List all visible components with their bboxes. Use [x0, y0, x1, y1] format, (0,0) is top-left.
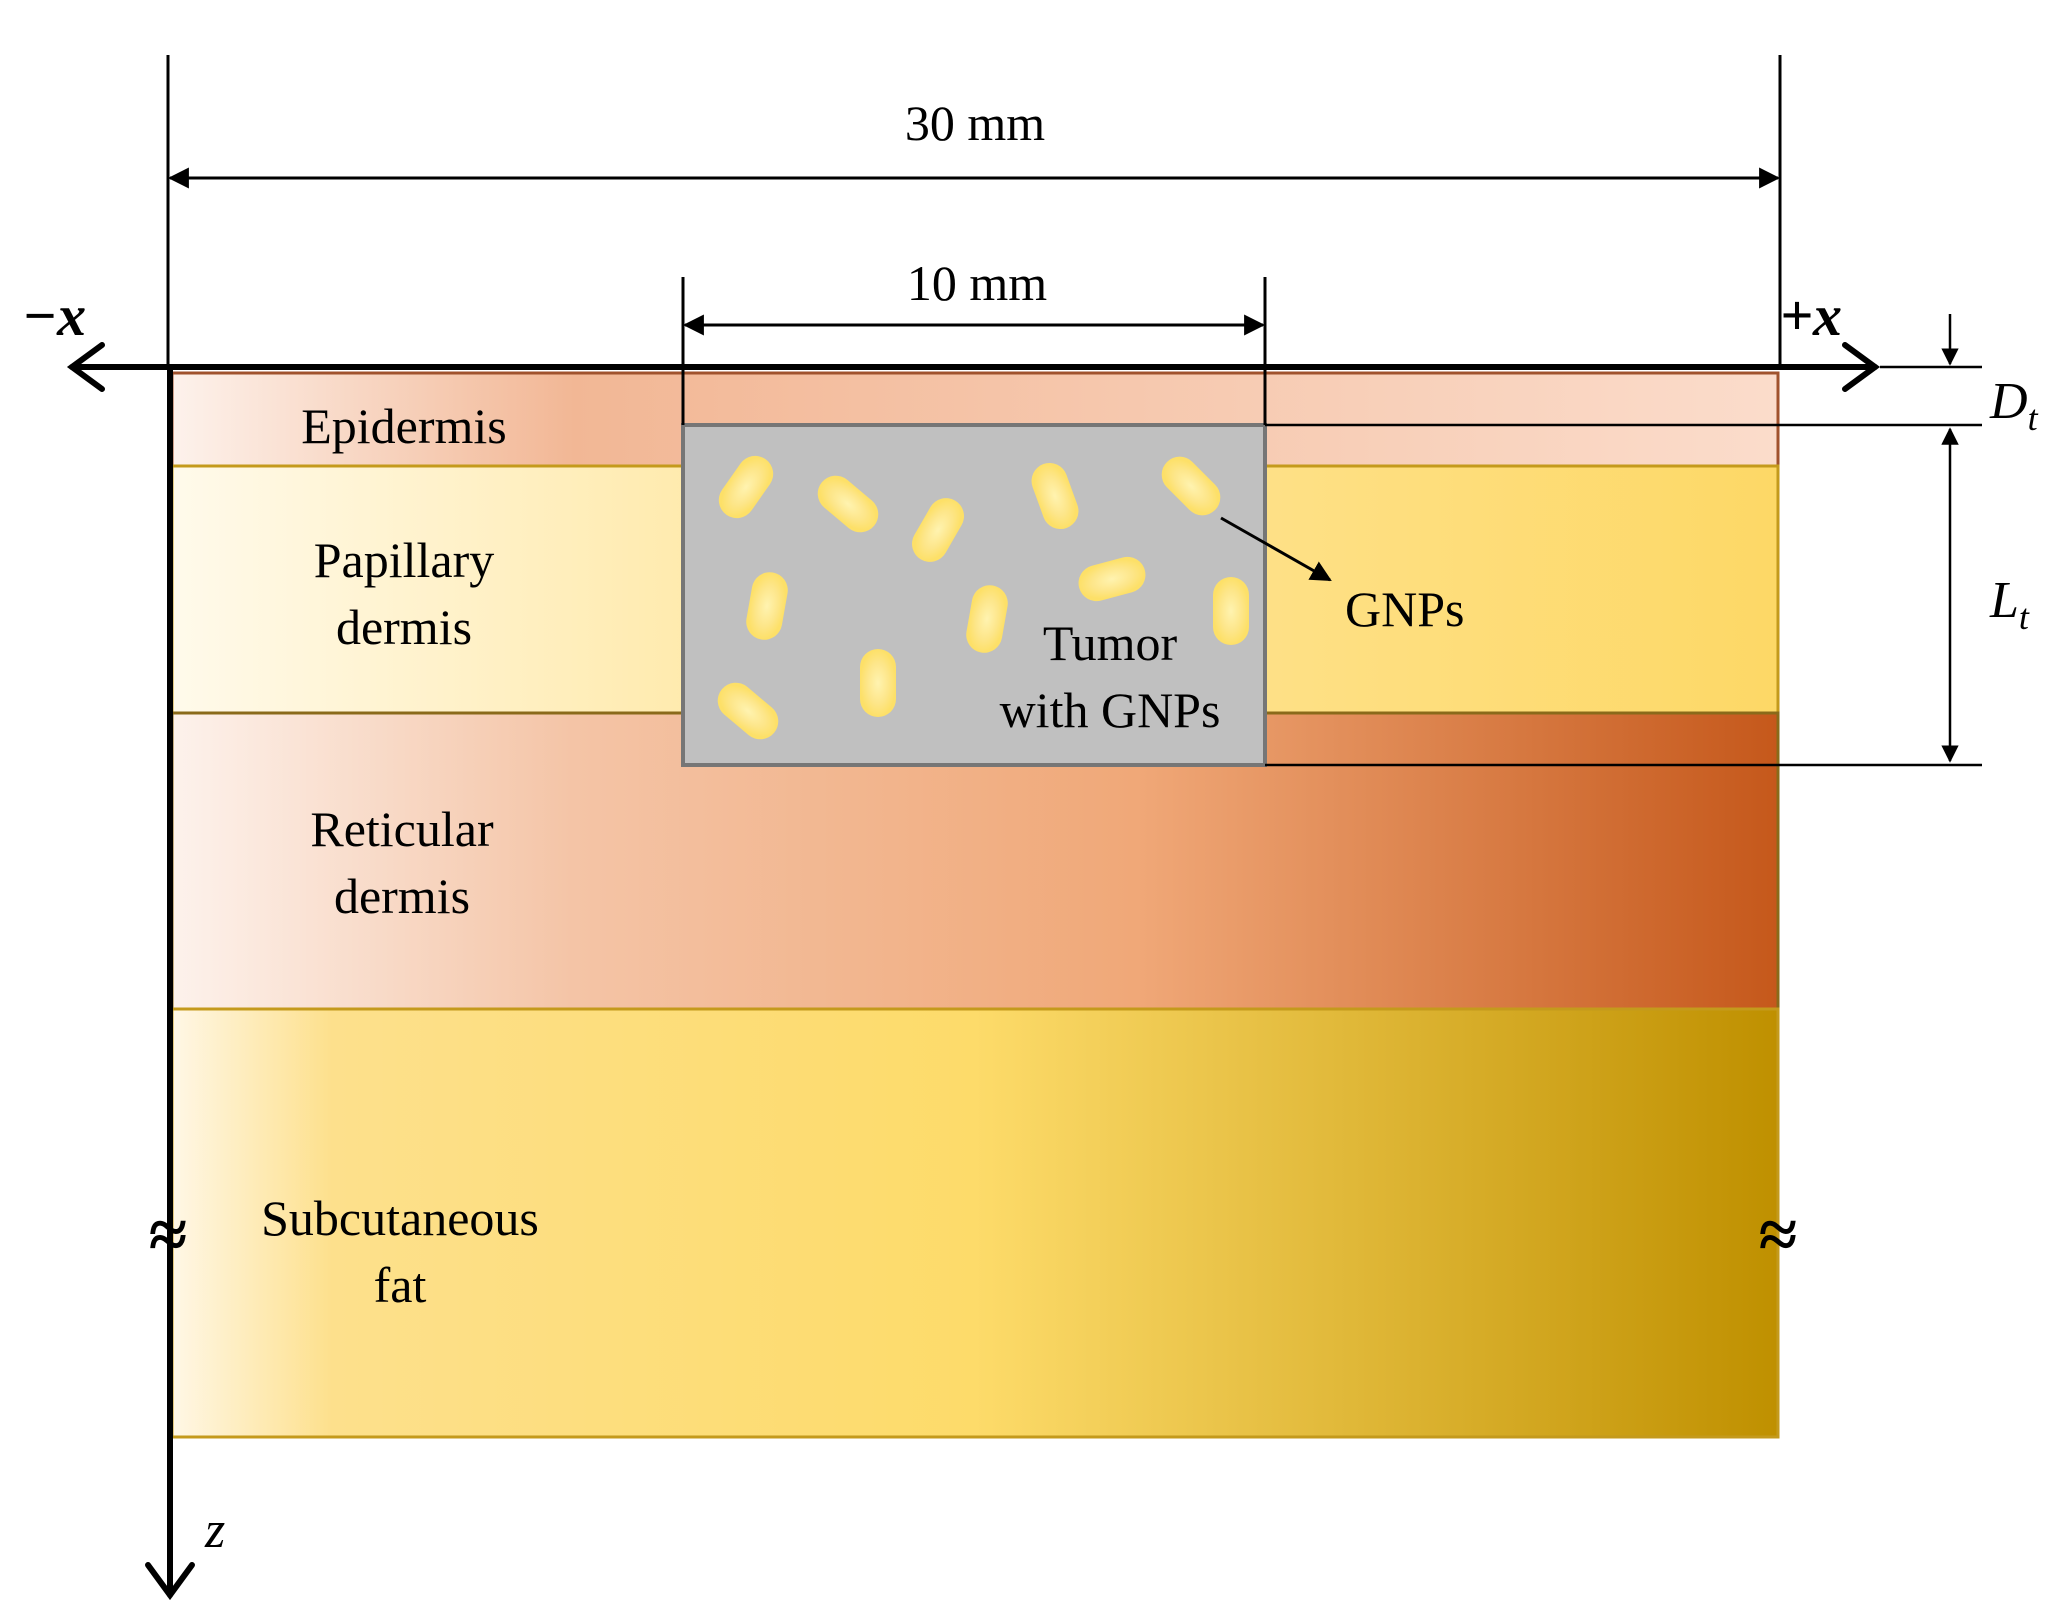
gnp-particle: [912, 498, 964, 562]
label-papillary: Papillary: [314, 532, 495, 588]
gnp-pointer-arrow: [1220, 516, 1332, 582]
gnp-particle: [1161, 456, 1221, 516]
label-reticular-2: dermis: [334, 868, 470, 924]
x-axis-arrow-left: [66, 342, 105, 392]
gnp-callout: GNPs: [1220, 516, 1464, 637]
label-papillary-2: dermis: [336, 599, 472, 655]
break-symbol-right: ≈: [1759, 1197, 1797, 1274]
dimension-depth: [1265, 314, 1982, 767]
gnp-particle: [717, 682, 779, 740]
gnp-particle: [1078, 556, 1146, 602]
gnp-particle: [746, 572, 788, 640]
label-reticular: Reticular: [310, 801, 494, 857]
gnp-particle: [860, 649, 896, 717]
subcutaneous-fat-layer: [170, 1007, 1780, 1439]
dimension-30mm: [166, 55, 1782, 365]
lt-sub: t: [2019, 597, 2030, 637]
label-lt: Lt: [1989, 572, 2030, 637]
label-10mm: 10 mm: [907, 255, 1047, 311]
dt-sub: t: [2028, 398, 2039, 438]
gnp-particles: [717, 455, 1249, 740]
label-fat: fat: [374, 1257, 427, 1313]
label-gnps: GNPs: [1345, 581, 1464, 637]
break-symbol-left: ≈: [149, 1197, 187, 1274]
label-z: z: [204, 1502, 225, 1559]
gnp-particle: [1031, 462, 1079, 530]
axes: [66, 342, 1881, 1601]
gnp-particle: [718, 455, 774, 519]
label-subcutaneous: Subcutaneous: [261, 1190, 539, 1246]
gnp-particle: [966, 585, 1008, 653]
layer-labels: Epidermis Papillary dermis Reticular der…: [261, 398, 539, 1313]
dimension-10mm: [681, 277, 1267, 425]
label-dt: Dt: [1989, 373, 2039, 438]
lt-main: L: [1989, 572, 2019, 629]
label-tumor: Tumor: [1043, 615, 1178, 671]
label-30mm: 30 mm: [905, 95, 1045, 151]
label-pos-x: +x: [1780, 283, 1842, 348]
tumor: Tumor with GNPs: [681, 423, 1267, 767]
dt-main: D: [1989, 373, 2028, 430]
label-tumor-2: with GNPs: [1000, 682, 1221, 738]
z-axis-arrow: [145, 1562, 195, 1601]
gnp-particle: [817, 475, 879, 533]
label-epidermis: Epidermis: [301, 398, 507, 454]
x-axis-arrow-right: [1842, 342, 1881, 392]
label-neg-x: −x: [22, 283, 86, 348]
gnp-particle: [1213, 577, 1249, 645]
